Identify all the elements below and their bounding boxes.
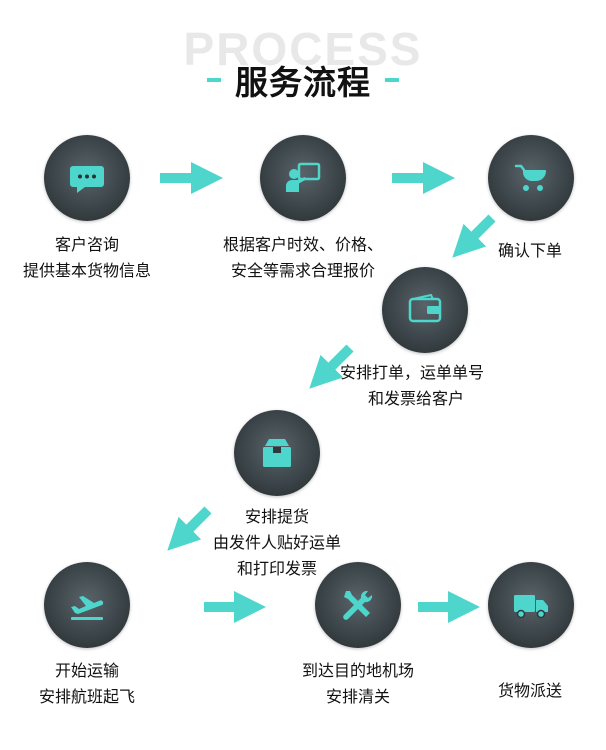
step-4-line-2: 和发票给客户 (368, 389, 465, 408)
step-6-line-1: 开始运输 (54, 661, 119, 680)
step-6-circle (44, 562, 130, 648)
step-3-circle (488, 135, 574, 221)
step-8-line-1: 货物派送 (497, 681, 562, 700)
presentation-icon (286, 162, 321, 192)
step-4-label: 安排打单，运单单号 和发票给客户 (340, 360, 540, 412)
step-1-circle (44, 135, 130, 221)
shopping-cart-icon (514, 164, 546, 191)
step-1-line-1: 客户咨询 (54, 235, 119, 254)
step-5-circle (234, 410, 320, 496)
step-7-line-1: 到达目的地机场 (301, 661, 414, 680)
step-1-label: 客户咨询 提供基本货物信息 (4, 232, 170, 284)
step-5-line-1: 安排提货 (244, 507, 309, 526)
wallet-icon (408, 293, 442, 323)
step-5-line-2: 由发件人贴好运单 (212, 533, 341, 552)
step-7-circle (315, 562, 401, 648)
title-dash-right (385, 78, 399, 82)
arrow-5-6 (167, 506, 212, 551)
airplane-takeoff-icon (71, 596, 104, 620)
step-5-line-3: 和打印发票 (236, 559, 317, 578)
step-3-line-1: 确认下单 (497, 241, 562, 260)
step-4-line-1: 安排打单，运单单号 (340, 363, 485, 382)
step-5-label: 安排提货 由发件人贴好运单 和打印发票 (195, 504, 359, 582)
title-dash-left (207, 78, 221, 82)
step-7-label: 到达目的地机场 安排清关 (288, 658, 428, 710)
step-2-circle (260, 135, 346, 221)
step-1-line-2: 提供基本货物信息 (22, 261, 151, 280)
title-row: 服务流程 (0, 58, 606, 102)
delivery-truck-icon (514, 595, 548, 619)
arrow-4-5 (309, 344, 354, 389)
step-6-line-2: 安排航班起飞 (38, 687, 135, 706)
tools-icon (343, 590, 373, 620)
step-8-circle (488, 562, 574, 648)
background-word: PROCESS (183, 23, 423, 75)
step-8-label: 货物派送 (480, 678, 580, 704)
arrow-3-4 (452, 214, 496, 258)
chat-bubble-icon (70, 166, 104, 193)
package-icon (263, 439, 291, 467)
step-6-label: 开始运输 安排航班起飞 (12, 658, 162, 710)
step-4-circle (382, 267, 468, 353)
step-2-line-1: 根据客户时效、价格、 (222, 235, 383, 254)
step-2-line-2: 安全等需求合理报价 (230, 261, 375, 280)
step-3-label: 确认下单 (480, 238, 580, 264)
step-2-label: 根据客户时效、价格、 安全等需求合理报价 (208, 232, 398, 284)
page-title: 服务流程 (235, 63, 371, 102)
step-7-line-2: 安排清关 (325, 687, 390, 706)
